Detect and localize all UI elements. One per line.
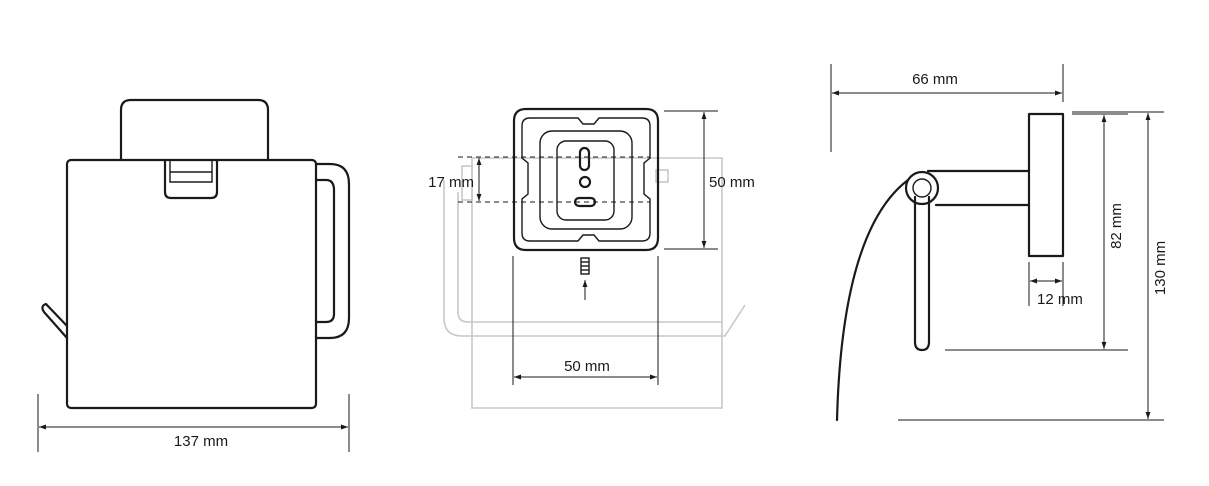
cover-arc bbox=[835, 178, 910, 422]
depth-label: 66 mm bbox=[912, 71, 958, 88]
roll-bar-end bbox=[904, 170, 940, 206]
paper-flap bbox=[41, 302, 69, 340]
width-dimension-label: 137 mm bbox=[174, 433, 228, 450]
hole-spacing-label: 17 mm bbox=[428, 174, 474, 191]
mount-width-label: 50 mm bbox=[564, 358, 610, 375]
upper-slot bbox=[578, 146, 591, 172]
wall-plate bbox=[119, 98, 270, 162]
side-wall-plate bbox=[1027, 112, 1065, 258]
side-view: 66 mm 82 mm 130 mm 12 mm bbox=[830, 64, 1169, 422]
center-hole bbox=[578, 175, 592, 189]
hinge-clip bbox=[163, 158, 219, 200]
ghost-holder-outline bbox=[471, 157, 723, 409]
mounting-plate bbox=[512, 107, 660, 252]
cover-body bbox=[65, 158, 318, 410]
roll-bar bbox=[913, 195, 931, 352]
bar-height-label: 82 mm bbox=[1108, 203, 1125, 249]
plate-thickness-label: 12 mm bbox=[1037, 291, 1083, 308]
total-height-label: 130 mm bbox=[1152, 241, 1169, 295]
handle-loop bbox=[314, 162, 351, 340]
mount-height-label: 50 mm bbox=[709, 174, 755, 191]
front-view: 137 mm bbox=[37, 98, 351, 452]
mount-view: 17 mm 50 mm 50 mm bbox=[428, 107, 755, 409]
